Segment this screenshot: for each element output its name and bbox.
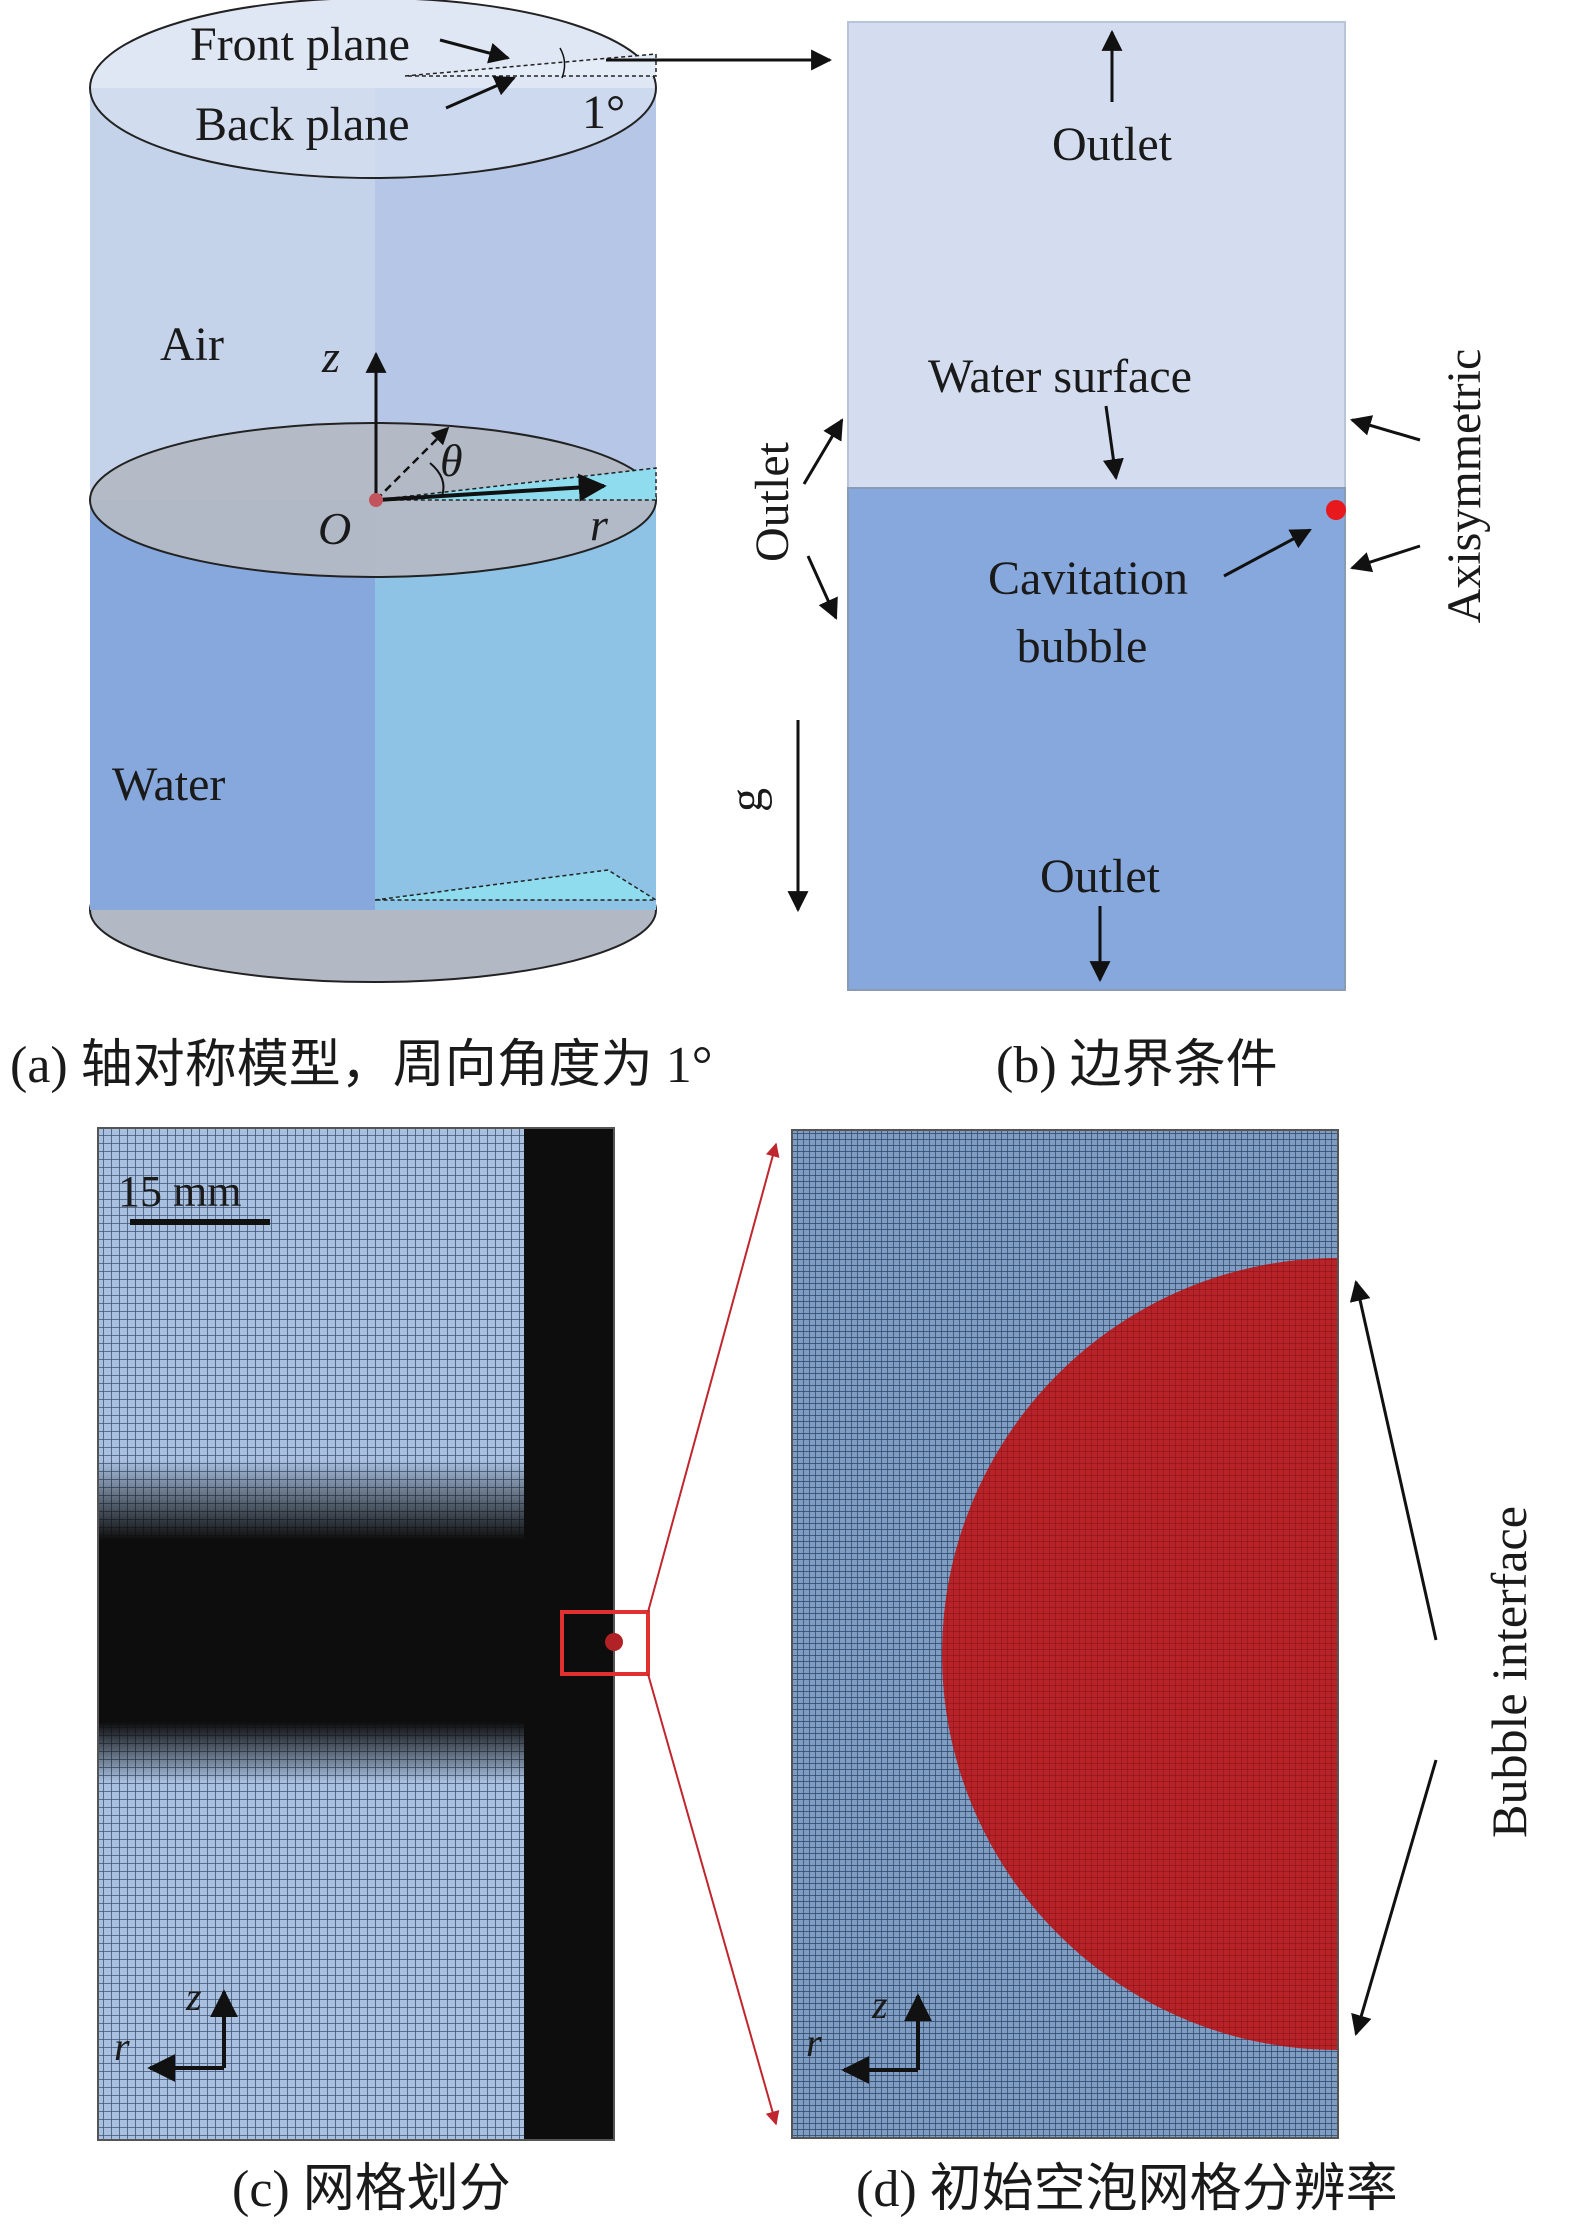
bottom-wedge <box>374 869 659 901</box>
caption-d: (d) 初始空泡网格分辨率 <box>856 2161 1398 2218</box>
d-r-label: r <box>806 2020 822 2065</box>
top-disk <box>89 0 657 179</box>
zoom-connector-lower <box>647 1673 780 2126</box>
r-axis-label: r <box>590 499 609 550</box>
outlet-top-label: Outlet <box>1052 118 1173 171</box>
theta-label: θ <box>440 435 463 486</box>
theta-ray <box>375 426 450 501</box>
front-plane-arrow <box>439 38 511 64</box>
d-z-label: z <box>871 1982 888 2027</box>
axisymmetric-arrow-upper <box>1349 415 1421 442</box>
domain-water <box>847 487 1346 991</box>
cavitation-bubble-dot <box>1326 500 1346 520</box>
water-label: Water <box>112 758 225 811</box>
cavitation-bubble-label-1: Cavitation <box>988 552 1188 605</box>
back-plane-label: Back plane <box>195 98 410 151</box>
back-plane-arrow <box>445 76 516 110</box>
panel-b-boundary-conditions: Outlet Water surface Outlet Axisymmetric… <box>720 21 1491 991</box>
domain-air <box>847 21 1346 489</box>
interface-arrow-lower <box>1351 1759 1438 2037</box>
scale-bar-label: 15 mm <box>118 1167 241 1216</box>
water-surface-label: Water surface <box>928 350 1192 403</box>
bubble-region <box>942 1258 1338 2050</box>
outlet-side-label: Outlet <box>746 441 799 562</box>
theta-arc <box>429 462 445 497</box>
axisymmetric-arrow-lower <box>1350 544 1421 573</box>
panel-d-bubble-mesh: Bubble interface z r <box>791 1129 1537 2139</box>
bubble-pointer-arrow <box>1223 528 1312 578</box>
outlet-side-arrow-upper <box>802 418 844 485</box>
angle-label: 1° <box>582 86 625 139</box>
outlet-side-arrow-lower <box>806 555 838 620</box>
origin-label: O <box>318 503 351 554</box>
z-axis-label: z <box>321 331 340 382</box>
bubble-zoom-box <box>560 1610 650 1676</box>
air-label: Air <box>160 318 224 371</box>
axisymmetric-label: Axisymmetric <box>1438 349 1491 624</box>
caption-a: (a) 轴对称模型，周向角度为 1° <box>10 1037 713 1094</box>
fine-mesh-frame <box>791 1129 1339 2139</box>
dense-mesh-fade-lower <box>98 1722 524 1782</box>
panel-c-mesh: 15 mm z r <box>97 1127 650 2141</box>
caption-b: (b) 边界条件 <box>996 1037 1278 1094</box>
angle-arc <box>559 47 566 79</box>
water-surface-arrow <box>1102 405 1124 481</box>
zoom-connector-upper <box>647 1142 780 1613</box>
dense-mesh-vertical <box>524 1128 614 2140</box>
panel-a-cylinder-model: Front plane Back plane 1° Air Water z θ … <box>89 0 833 983</box>
origin-dot <box>369 493 383 507</box>
bubble-marker <box>605 1633 623 1651</box>
bubble-interface-label: Bubble interface <box>1481 1506 1537 1838</box>
front-plane-label: Front plane <box>190 18 410 71</box>
outlet-bottom-label: Outlet <box>1040 850 1161 903</box>
dense-mesh-fade-upper <box>98 1460 524 1540</box>
interface-arrow-upper <box>1349 1279 1438 1641</box>
top-wedge <box>404 53 657 77</box>
r-axis-arrow <box>375 473 607 502</box>
gravity-label: g <box>720 788 773 812</box>
cavitation-bubble-label-2: bubble <box>1017 620 1148 673</box>
c-r-label: r <box>114 2024 130 2069</box>
c-z-label: z <box>185 1974 202 2019</box>
caption-c: (c) 网格划分 <box>232 2161 511 2218</box>
